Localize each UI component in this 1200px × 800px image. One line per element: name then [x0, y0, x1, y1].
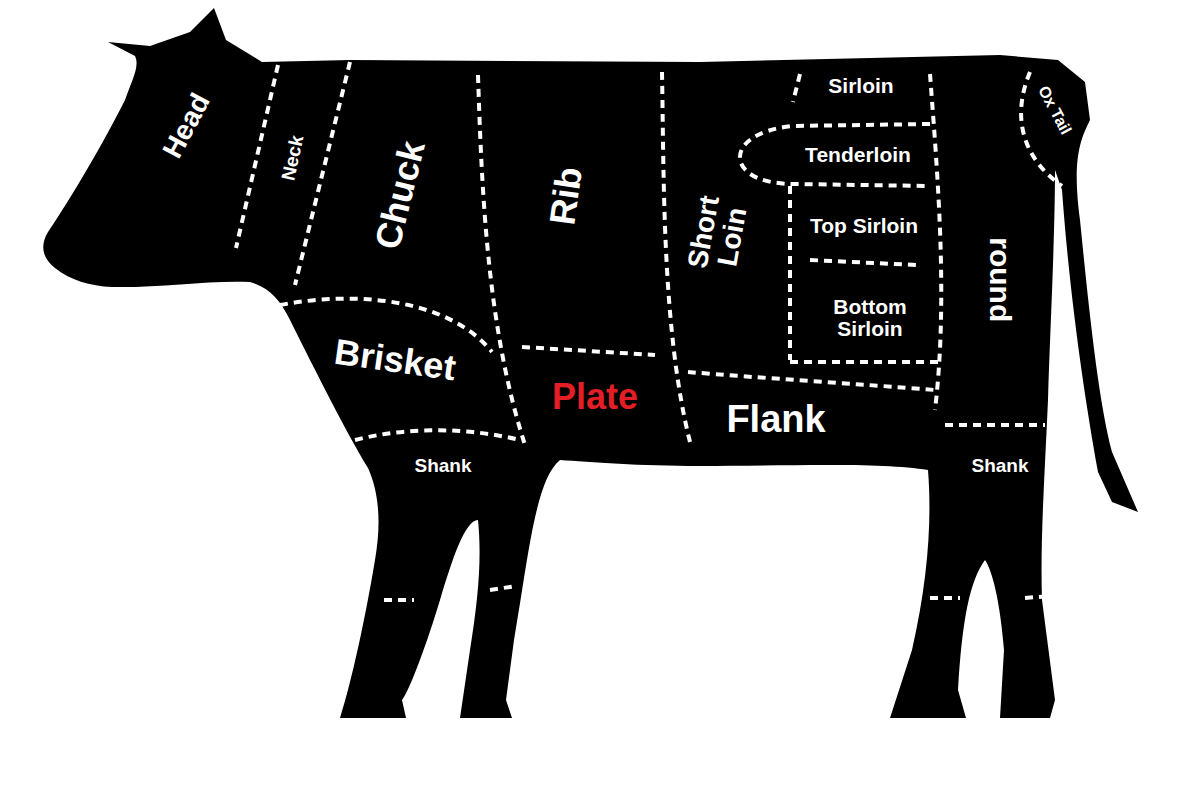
cut-label: Tenderloin — [805, 144, 911, 166]
cut-line — [688, 372, 935, 390]
cut-label: Bottom Sirloin — [820, 296, 920, 340]
cut-label: Shank — [414, 456, 471, 476]
cut-line — [790, 360, 938, 364]
cut-line — [355, 430, 520, 440]
cut-line — [788, 186, 792, 360]
cut-line — [793, 74, 800, 102]
cut-line — [478, 75, 525, 445]
cut-label: Sirloin — [828, 75, 893, 97]
cut-line — [522, 347, 655, 355]
cut-label: round — [984, 238, 1016, 323]
cut-line — [1025, 596, 1050, 598]
cut-label: Top Sirloin — [810, 215, 918, 237]
cut-label: Shank — [971, 456, 1028, 476]
cut-label: Plate — [552, 378, 638, 416]
cut-line — [930, 74, 941, 410]
cut-label: Rib — [543, 165, 589, 228]
cut-lines — [236, 62, 1062, 600]
cut-line — [810, 260, 916, 265]
cut-line — [930, 596, 960, 600]
cut-line — [740, 124, 930, 186]
cut-line — [295, 62, 350, 285]
cut-line — [490, 586, 516, 590]
cut-line — [236, 65, 278, 248]
cut-line — [945, 423, 1045, 427]
cut-label: Flank — [726, 400, 825, 440]
cow-silhouette — [43, 8, 1138, 718]
cut-line — [384, 598, 414, 602]
